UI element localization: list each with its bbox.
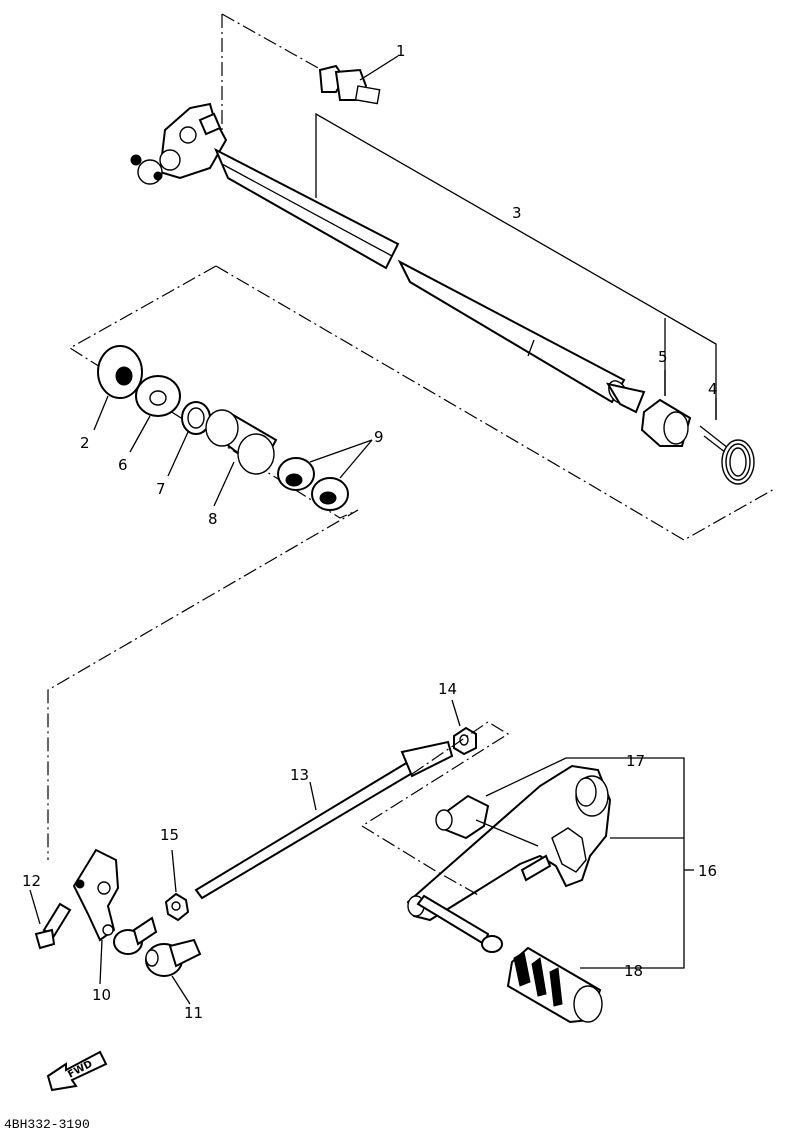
part-15-nut xyxy=(164,849,190,922)
callout-labels: 1 2 3 4 5 6 7 8 9 10 11 12 13 14 15 16 1… xyxy=(22,42,718,1022)
callout-7: 7 xyxy=(156,480,166,498)
part-10-shift-arm xyxy=(72,848,120,985)
callout-5: 5 xyxy=(658,348,668,366)
guide-line-14 xyxy=(361,721,510,827)
callout-3: 3 xyxy=(512,204,522,222)
callout-6: 6 xyxy=(118,456,128,474)
guide-line-group-outline xyxy=(47,265,359,860)
callout-17: 17 xyxy=(626,752,645,770)
shift-shaft-assembly xyxy=(130,13,755,485)
part-18-pedal-rubber xyxy=(506,946,603,1024)
part-2-oil-seal xyxy=(93,345,143,431)
leader-3 xyxy=(315,112,717,420)
callout-2: 2 xyxy=(80,434,90,452)
part-16-shift-pedal xyxy=(361,757,694,969)
part-8-bushing xyxy=(205,409,278,507)
part-5-collar xyxy=(640,370,692,447)
guide-line-right-outline xyxy=(215,265,777,541)
part-1-stopper-bolt xyxy=(318,55,399,105)
part-6-washer xyxy=(129,375,181,453)
part-9-seals xyxy=(277,439,373,511)
guide-line-pedal xyxy=(361,825,481,897)
callout-8: 8 xyxy=(208,510,218,528)
leader-16-17 xyxy=(485,757,685,969)
part-13-shift-rod xyxy=(194,740,454,900)
callout-10: 10 xyxy=(92,986,111,1004)
shift-pedal-assembly xyxy=(29,699,694,1024)
seal-bushing-group xyxy=(47,265,777,860)
part-7-circlip xyxy=(167,401,211,477)
callout-15: 15 xyxy=(160,826,179,844)
part-4-torsion-spring xyxy=(699,398,755,485)
part-12-bolt xyxy=(29,889,72,950)
callout-18: 18 xyxy=(624,962,643,980)
callout-9: 9 xyxy=(374,428,384,446)
callout-4: 4 xyxy=(708,380,718,398)
shift-shaft xyxy=(213,147,646,414)
part-code: 4BH332-3190 xyxy=(4,1117,90,1132)
callout-1: 1 xyxy=(396,42,406,60)
fwd-arrow: FWD xyxy=(46,1050,108,1092)
part-14-nut xyxy=(361,699,510,827)
guide-line-shaft-diagonal xyxy=(221,13,337,79)
callout-11: 11 xyxy=(184,1004,203,1022)
callout-12: 12 xyxy=(22,872,41,890)
callout-16: 16 xyxy=(698,862,717,880)
part-11-rod-end xyxy=(145,938,202,1005)
shift-shaft-arm xyxy=(130,102,228,185)
callout-13: 13 xyxy=(290,766,309,784)
callout-14: 14 xyxy=(438,680,457,698)
rod-end-joint xyxy=(113,916,158,955)
